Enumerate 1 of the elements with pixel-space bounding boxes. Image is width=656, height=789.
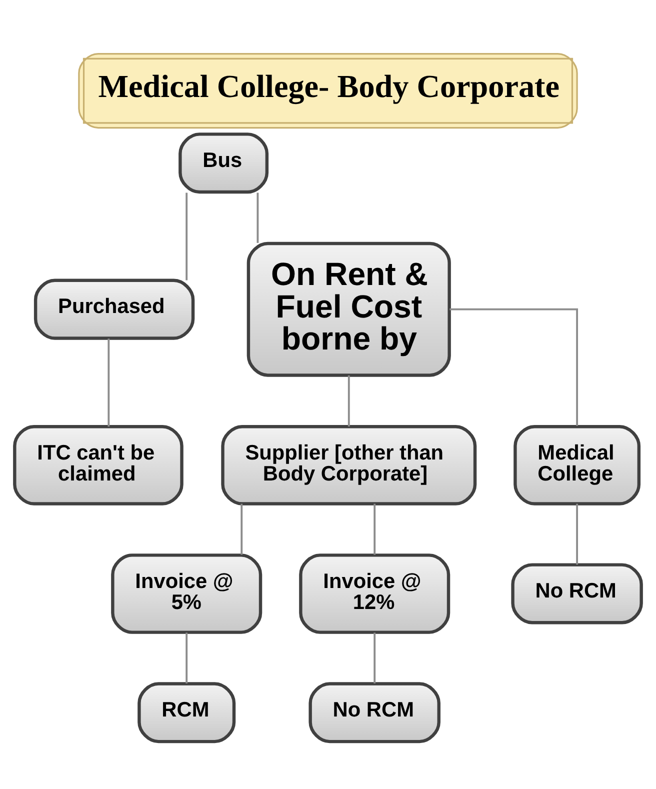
diagram-title: Medical College- Body Corporate <box>98 68 560 104</box>
